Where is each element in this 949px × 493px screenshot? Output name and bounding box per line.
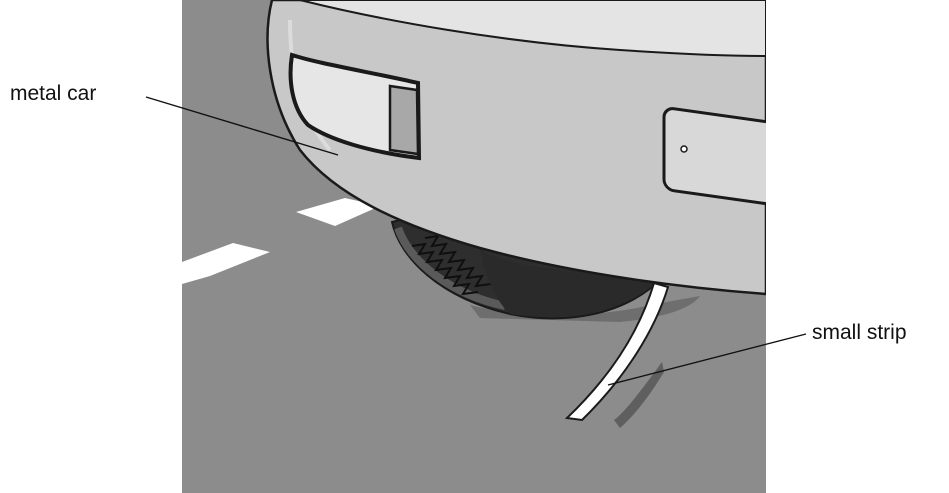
- small-strip-label: small strip: [812, 322, 907, 343]
- plate-bolt: [681, 146, 687, 152]
- license-plate: [664, 107, 794, 207]
- metal-car-label: metal car: [10, 83, 96, 104]
